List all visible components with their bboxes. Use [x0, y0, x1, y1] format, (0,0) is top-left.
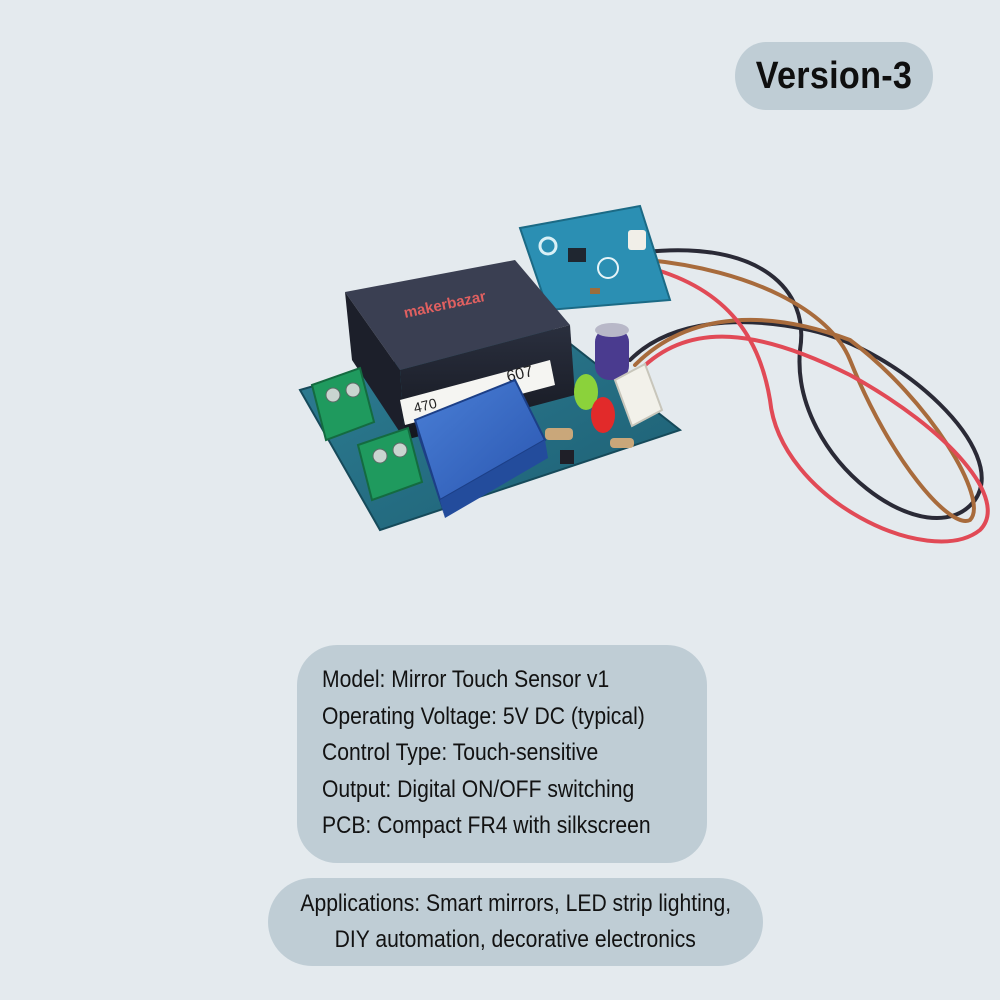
wire-bundle — [628, 248, 990, 544]
applications-line-1: Applications: Smart mirrors, LED strip l… — [300, 890, 731, 917]
capacitor — [595, 323, 629, 380]
spec-output: Output: Digital ON/OFF switching — [322, 775, 635, 803]
spec-pcb: PCB: Compact FR4 with silkscreen — [322, 812, 651, 839]
led-red — [591, 397, 615, 433]
version-badge: Version-3 — [735, 42, 933, 110]
spec-operating-voltage: Operating Voltage: 5V DC (typical) — [322, 702, 645, 730]
screw-terminal-1 — [310, 366, 376, 442]
white-connector — [613, 362, 664, 428]
specs-panel: Model: Mirror Touch Sensor v1 Operating … — [297, 645, 707, 863]
led-green — [574, 374, 598, 410]
relay-board: makerbazar 470 607 — [298, 260, 683, 532]
resistor — [545, 428, 573, 440]
spec-model: Model: Mirror Touch Sensor v1 — [322, 666, 610, 693]
blue-relay — [413, 378, 548, 518]
applications-panel: Applications: Smart mirrors, LED strip l… — [268, 878, 763, 966]
touch-sensor-module — [518, 204, 672, 312]
transformer: makerbazar 470 607 — [345, 260, 575, 440]
screw-terminal-2 — [356, 426, 424, 502]
spec-control-type: Control Type: Touch-sensitive — [322, 739, 599, 766]
resistor — [610, 438, 634, 448]
applications-line-2: DIY automation, decorative electronics — [334, 926, 697, 953]
product-photo: makerbazar 470 607 — [298, 204, 990, 544]
svg-text:470: 470 — [412, 395, 439, 416]
transistor — [560, 450, 574, 464]
